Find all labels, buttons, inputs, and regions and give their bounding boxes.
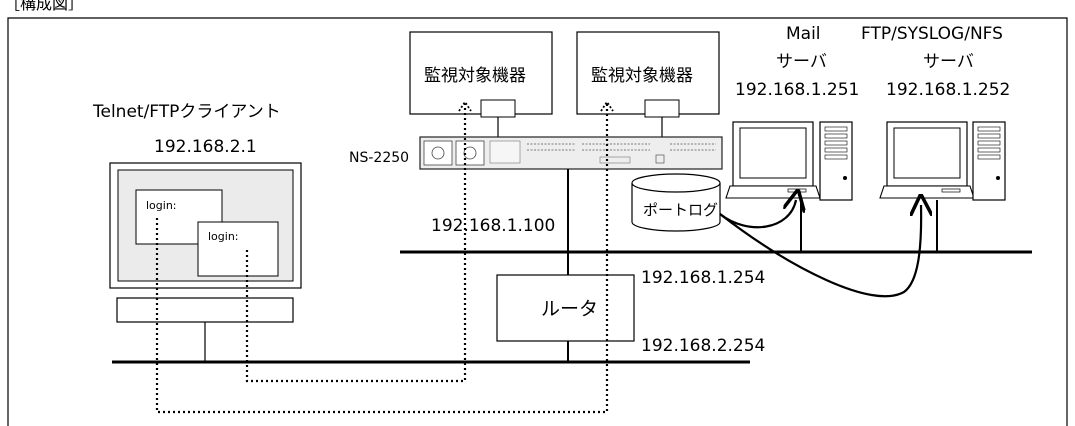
port-log-label: ポートログ [643, 201, 719, 219]
ftp-server-computer [879, 121, 1006, 201]
login-prompt-2: login: [208, 230, 239, 243]
monitored-device-label-1: 監視対象機器 [424, 66, 526, 86]
ftp-server-name: FTP/SYSLOG/NFS [861, 24, 1003, 44]
router-upper-ip: 192.168.1.254 [641, 268, 766, 288]
connector-2 [644, 99, 680, 118]
mail-server-computer [725, 121, 853, 201]
ns-2250-appliance [419, 136, 723, 170]
mail-server-type: サーバ [776, 52, 827, 72]
ftp-server-ip: 192.168.1.252 [886, 80, 1011, 100]
monitored-device-label-2: 監視対象機器 [591, 66, 693, 86]
mail-server-name: Mail [786, 24, 821, 44]
ftp-server-type: サーバ [923, 52, 974, 72]
mail-server-ip: 192.168.1.251 [735, 80, 860, 100]
diagram-heading: ［構成図］ [4, 0, 85, 13]
client-title: Telnet/FTPクライアント [93, 102, 281, 122]
ns-model-label: NS-2250 [349, 150, 410, 166]
log-transfer-arrow-ftp [719, 205, 921, 298]
client-ip: 192.168.2.1 [154, 137, 257, 157]
diagram-frame [7, 17, 1068, 426]
router-lower-ip: 192.168.2.254 [641, 336, 766, 356]
login-window-2 [197, 221, 279, 277]
router-box [496, 274, 635, 342]
ns-ip-label: 192.168.1.100 [431, 216, 556, 236]
telnet-session-path-2 [155, 104, 609, 414]
port-log-storage [631, 173, 721, 232]
router-label: ルータ [541, 298, 599, 320]
telnet-session-path-1 [245, 104, 467, 383]
login-prompt-1: login: [146, 199, 177, 212]
connector-1 [480, 99, 516, 118]
